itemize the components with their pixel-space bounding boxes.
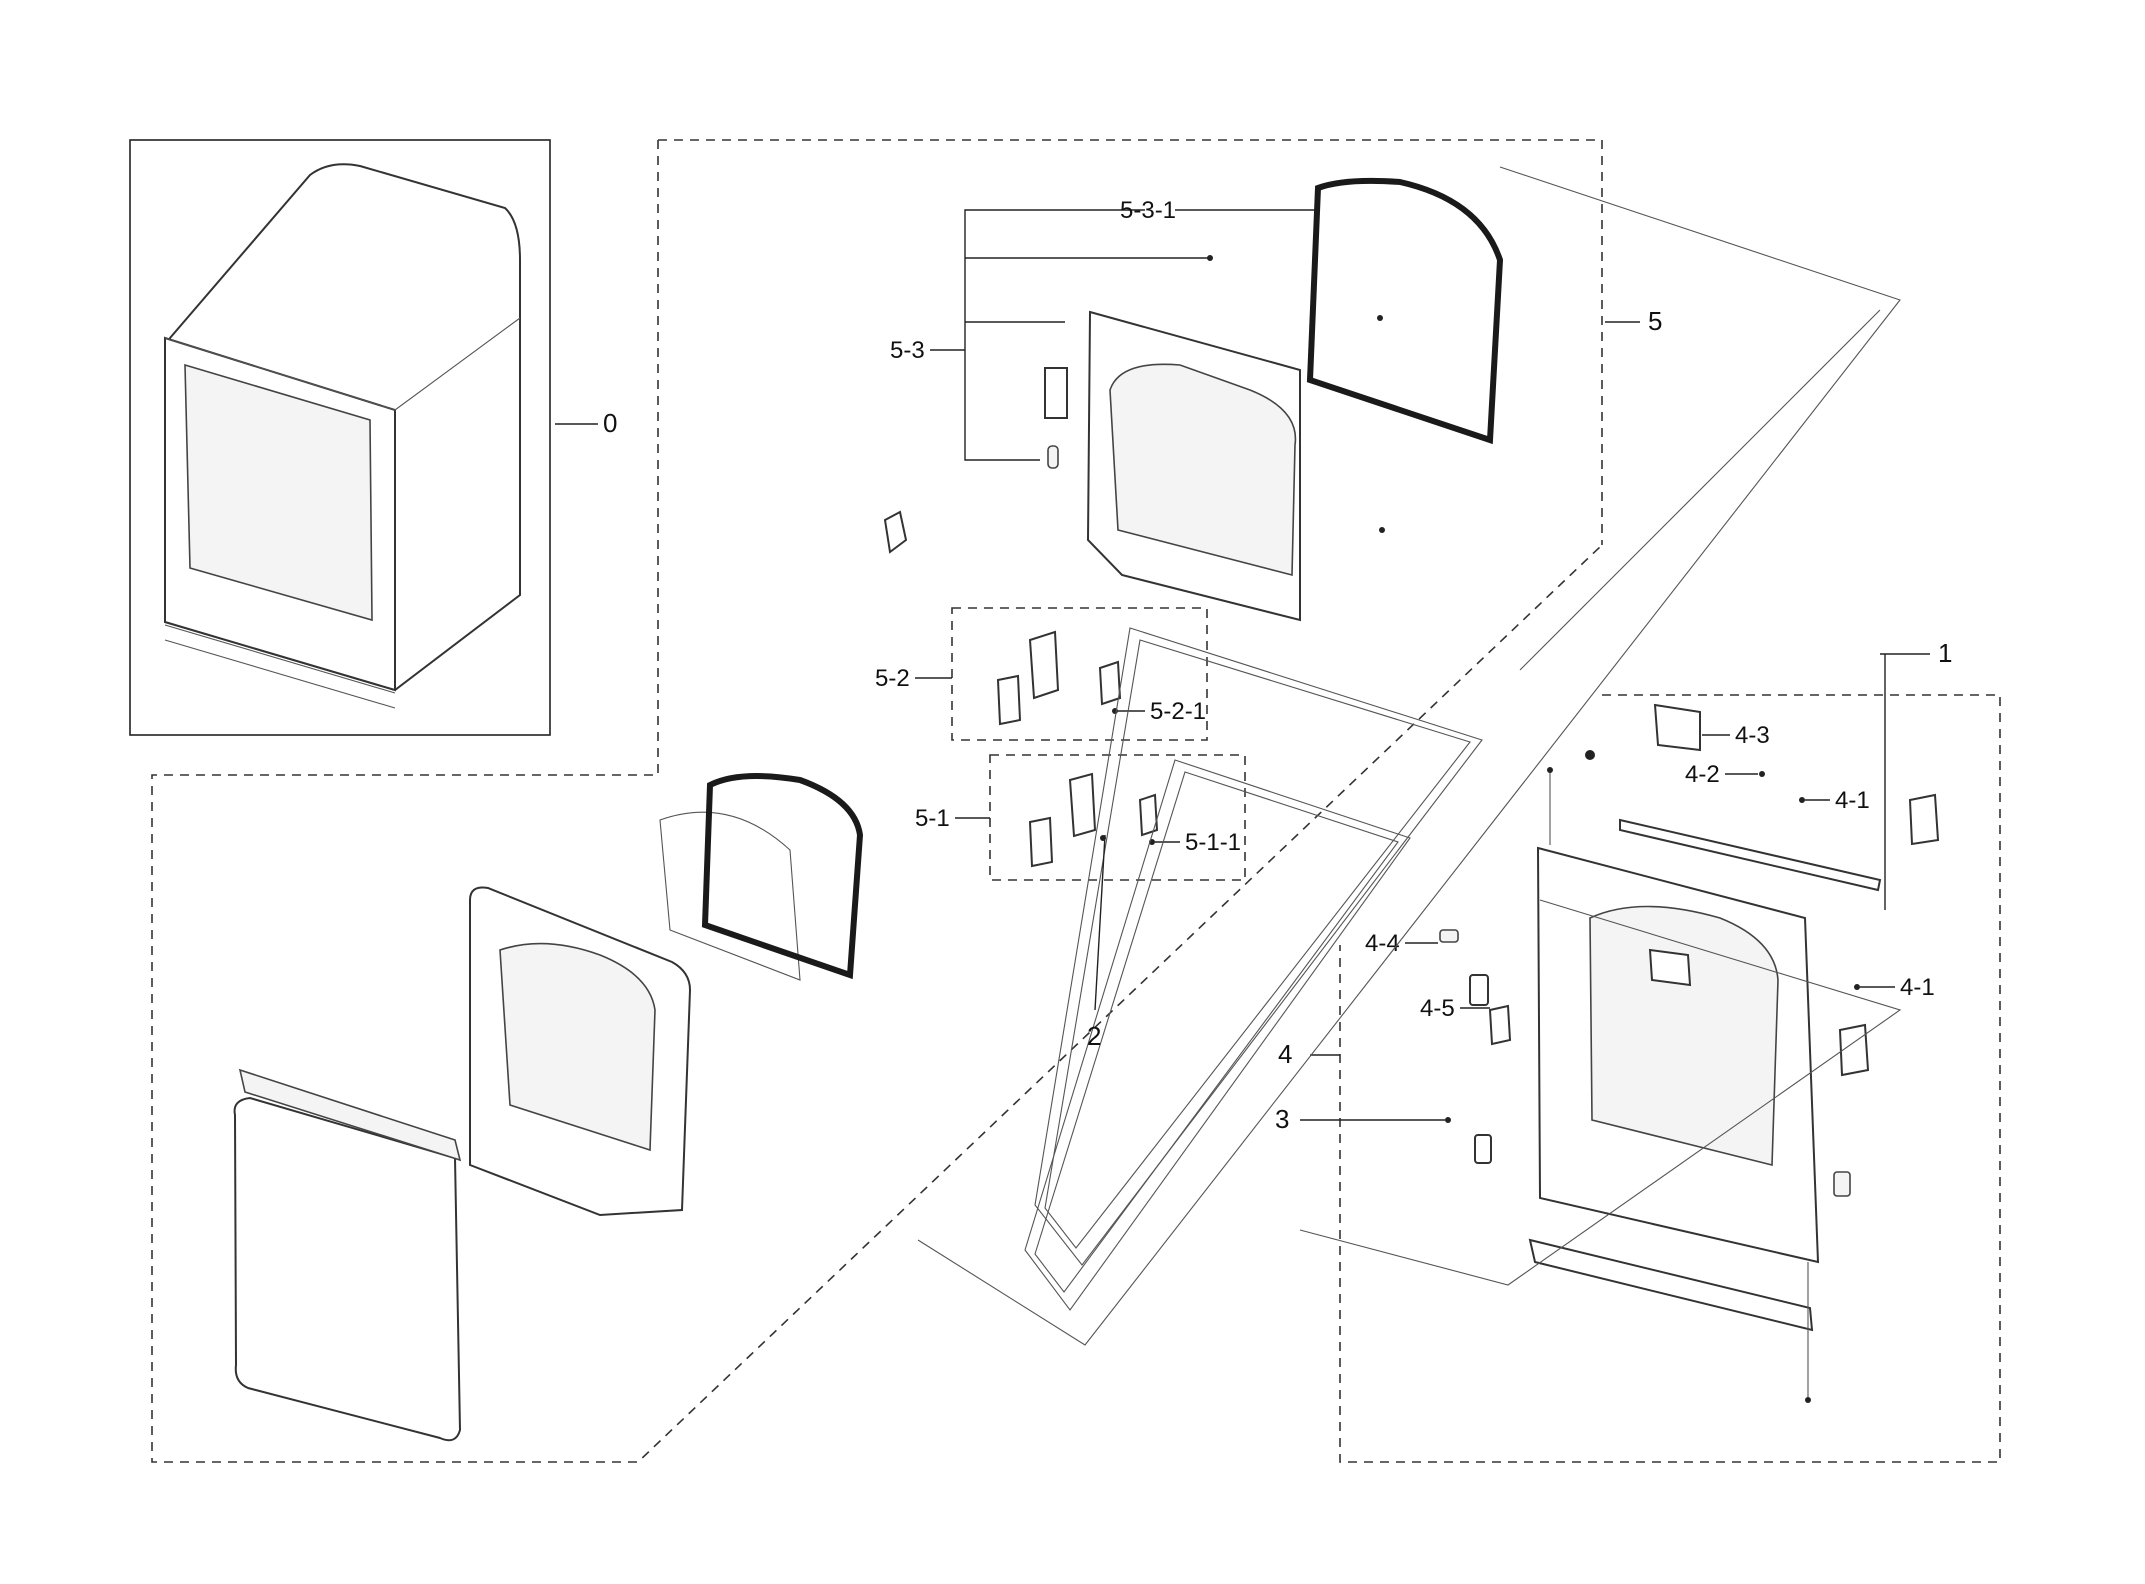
- label-4-1-mid: 4-1: [1900, 974, 1935, 1001]
- explode-guide-a: [917, 166, 1901, 1346]
- hinge-5-1: [1068, 772, 1097, 838]
- screw-dot: [1585, 750, 1595, 760]
- door-glass-gasket: [701, 773, 864, 980]
- screw-dot: [1547, 767, 1553, 773]
- screw-dot: [1379, 527, 1385, 533]
- explode-guide-b: [1519, 309, 1881, 671]
- dryer-door-window: [184, 363, 373, 622]
- group-2-outline: [151, 140, 1603, 1463]
- door-top-trim: [238, 1068, 462, 1162]
- hinge-plate-5-2: [996, 674, 1022, 726]
- bracket-5-3: [964, 209, 1145, 461]
- screw-dot: [1100, 835, 1106, 841]
- hinge-block-center: [1648, 948, 1692, 987]
- label-5-1: 5-1: [915, 805, 950, 832]
- hinge-clip-5-1: [1138, 793, 1159, 837]
- front-panel-opening: [1589, 905, 1779, 1167]
- door-seal-2-outer: [1024, 759, 1411, 1311]
- screw-dot: [1854, 984, 1860, 990]
- dryer-assembly-inset: [129, 139, 551, 736]
- screw-dot: [1445, 1117, 1451, 1123]
- lock-bracket-4-5: [1488, 1004, 1512, 1046]
- label-2: 2: [1087, 1021, 1101, 1051]
- screw-dot: [1207, 255, 1213, 261]
- door-gasket: [1306, 177, 1504, 445]
- door-switch-4-4: [1439, 929, 1459, 943]
- door-bumper: [1047, 445, 1059, 469]
- label-5: 5: [1648, 306, 1662, 336]
- door-inner-window: [499, 942, 656, 1152]
- label-5-2-1: 5-2-1: [1150, 698, 1206, 725]
- label-4-5: 4-5: [1420, 995, 1455, 1022]
- leader-2: [1094, 834, 1106, 1011]
- label-5-3: 5-3: [890, 337, 925, 364]
- label-5-1-1: 5-1-1: [1185, 829, 1241, 856]
- kick-bracket: [1528, 1238, 1814, 1332]
- inset-frame: [129, 139, 551, 736]
- lock-4-5: [1469, 974, 1489, 1006]
- screw-dot: [1799, 797, 1805, 803]
- screw-dot: [1759, 771, 1765, 777]
- outer-door-panel: [233, 1096, 462, 1442]
- dryer-kick-plate: [164, 624, 396, 709]
- rear-clip: [1833, 1171, 1851, 1197]
- label-4-2: 4-2: [1685, 761, 1720, 788]
- hinge-clip-5-2: [1098, 660, 1122, 706]
- front-panel: [1439, 703, 1940, 1332]
- hinge-5-2: [1028, 630, 1060, 700]
- group-5-outline: [658, 139, 1603, 545]
- label-0: 0: [603, 408, 617, 438]
- hinge-plate-5-1: [1028, 816, 1054, 868]
- label-4-1-top: 4-1: [1835, 787, 1870, 814]
- door-seal-outer: [1034, 627, 1483, 1266]
- label-4-3: 4-3: [1735, 722, 1770, 749]
- hinge-block-4-3: [1653, 703, 1701, 752]
- door-hinge-bracket: [1044, 367, 1068, 419]
- door-seal-2-inner: [1034, 771, 1399, 1293]
- top-bracket: [1619, 818, 1882, 892]
- screw-dot: [1805, 1397, 1811, 1403]
- side-hinge-right: [1908, 793, 1940, 846]
- group-5-2-outline: [951, 607, 1208, 741]
- explode-guide-c: [1299, 899, 1902, 1286]
- outer-door-assembly: [233, 773, 864, 1442]
- front-clip: [1474, 1134, 1492, 1164]
- door-latch-hook: [883, 510, 908, 554]
- screw-dot: [1377, 315, 1383, 321]
- label-4: 4: [1278, 1039, 1292, 1069]
- side-hinge-lower: [1838, 1023, 1870, 1077]
- door-seal-inner: [1044, 639, 1471, 1249]
- inner-door-frame: [883, 310, 1301, 622]
- door-glass: [659, 811, 801, 981]
- label-1: 1: [1938, 638, 1952, 668]
- label-5-3-1: 5-3-1: [1120, 197, 1176, 224]
- inner-door-window: [1109, 363, 1297, 577]
- label-3: 3: [1275, 1104, 1289, 1134]
- dryer-top-edge: [164, 317, 521, 411]
- label-5-2: 5-2: [875, 665, 910, 692]
- label-4-4: 4-4: [1365, 930, 1400, 957]
